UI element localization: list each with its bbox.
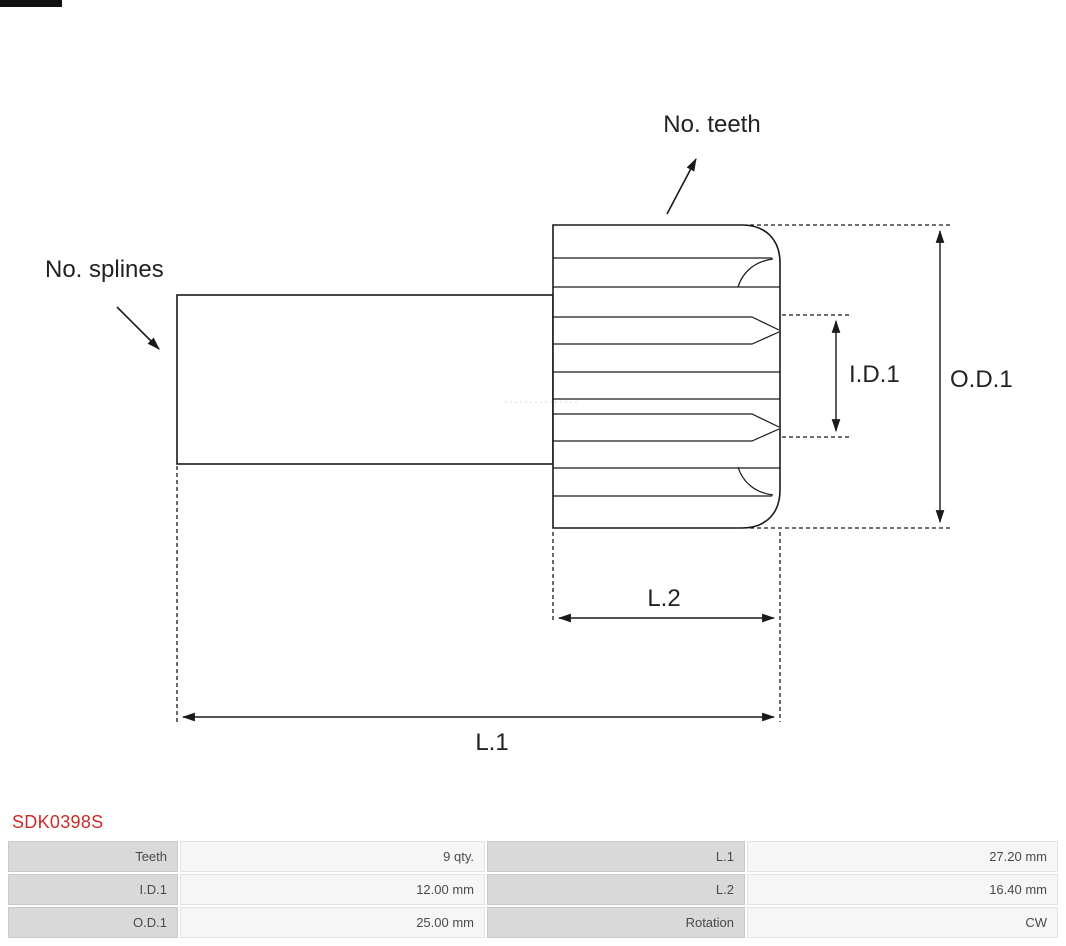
tooth-profile	[553, 316, 780, 331]
label-no-teeth: No. teeth	[663, 111, 760, 138]
pinion-technical-diagram: No. teeth No. splines I.D.1 O.D.1 L.2 L.…	[45, 111, 1013, 756]
spec-value-l2: 16.40 mm	[747, 874, 1058, 905]
tooth-profile	[553, 413, 780, 428]
label-od1: O.D.1	[950, 366, 1013, 393]
spec-value-rotation: CW	[747, 907, 1058, 938]
spec-value-id1: 12.00 mm	[180, 874, 485, 905]
tooth-profile	[553, 331, 780, 345]
part-number: SDK0398S	[12, 812, 104, 832]
spec-value-od1: 25.00 mm	[180, 907, 485, 938]
shaft-outline	[176, 294, 554, 465]
spec-label-l2: L.2	[487, 874, 745, 905]
gear-teeth	[553, 257, 780, 497]
label-l2: L.2	[647, 585, 680, 612]
spec-table: Teeth 9 qty. L.1 27.20 mm I.D.1 12.00 mm…	[8, 841, 1058, 938]
label-no-splines: No. splines	[45, 256, 164, 283]
tooth-profile	[553, 428, 780, 442]
label-l1: L.1	[475, 729, 508, 756]
extension-lines	[176, 224, 950, 722]
spec-label-od1: O.D.1	[8, 907, 178, 938]
spec-label-id1: I.D.1	[8, 874, 178, 905]
no-teeth-leader-arrow	[666, 158, 697, 215]
tooth-corner-arc	[737, 466, 774, 496]
spec-label-rotation: Rotation	[487, 907, 745, 938]
spec-label-l1: L.1	[487, 841, 745, 872]
label-id1: I.D.1	[849, 361, 900, 388]
tooth-corner-arc	[737, 258, 774, 288]
no-splines-leader-arrow	[116, 306, 160, 350]
gear-outline	[552, 224, 781, 529]
spec-label-teeth: Teeth	[8, 841, 178, 872]
spec-value-l1: 27.20 mm	[747, 841, 1058, 872]
truncated-header-bar	[0, 0, 62, 7]
spec-value-teeth: 9 qty.	[180, 841, 485, 872]
